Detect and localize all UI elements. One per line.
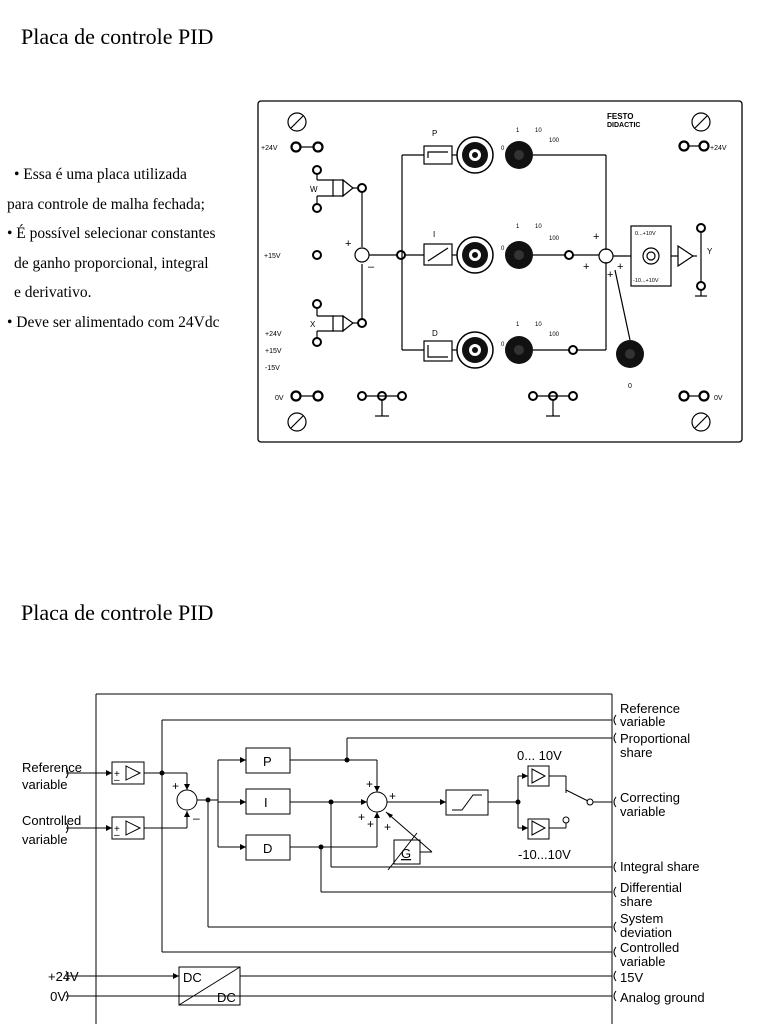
knob-zero: 0 (628, 383, 632, 390)
label-x: X (310, 320, 316, 329)
bullet-line-4: de ganho proporcional, integral (14, 254, 209, 272)
range-bottom: -10...+10V (633, 278, 659, 284)
page-title-2: Placa de controle PID (21, 600, 214, 625)
label-p: P (432, 129, 437, 138)
svg-text:–: – (114, 830, 120, 841)
label-15v: +15V (264, 253, 281, 260)
bullet-line-6: • Deve ser alimentado com 24Vdc (7, 313, 220, 331)
right-label-system-2: deviation (620, 925, 672, 940)
range-bottom-label: -10...10V (518, 847, 571, 862)
svg-text:–: – (193, 811, 200, 825)
svg-text:+: + (367, 817, 374, 831)
right-label-correcting-2: variable (620, 804, 666, 819)
right-label-differential-2: share (620, 894, 653, 909)
label-d: D (432, 329, 438, 338)
supply-label-24v: +24V (265, 331, 282, 338)
pid-board-panel: FESTO DIDACTIC (257, 100, 743, 443)
svg-text:+: + (617, 261, 623, 273)
label-24v-left: +24V (261, 145, 278, 152)
scale-1-d: 1 (516, 322, 520, 328)
left-24v-label: +24V (48, 969, 79, 984)
svg-text:+: + (384, 820, 391, 834)
label-24v-right: +24V (710, 145, 727, 152)
label-w: W (310, 185, 318, 194)
scale-10-i: 10 (535, 224, 542, 230)
label-0v-right: 0V (714, 395, 723, 402)
right-label-differential: Differential (620, 880, 682, 895)
brand-logo: FESTO (607, 112, 634, 121)
scale-0-p: 0 (501, 146, 505, 152)
bullet-list: • Essa é uma placa utilizada para contro… (7, 160, 257, 337)
scale-1-i: 1 (516, 224, 520, 230)
left-controlled-label-1: Controlled (22, 813, 81, 828)
right-label-integral: Integral share (620, 859, 700, 874)
scale-1-p: 1 (516, 128, 520, 134)
block-g-label: G (401, 846, 411, 861)
supply-label-15v: +15V (265, 348, 282, 355)
label-0v-left: 0V (275, 395, 284, 402)
bullet-line-5: e derivativo. (14, 284, 92, 301)
page-title-1: Placa de controle PID (21, 24, 214, 49)
svg-text:+: + (583, 261, 589, 273)
dc-bottom-label: DC (217, 990, 236, 1005)
scale-0-d: 0 (501, 342, 505, 348)
scale-100-p: 100 (549, 138, 560, 144)
block-d-label: D (263, 841, 272, 856)
svg-text:+: + (345, 238, 351, 250)
svg-text:+: + (358, 810, 365, 824)
right-label-controlled-2: variable (620, 954, 666, 969)
scale-100-d: 100 (549, 332, 560, 338)
right-label-reference-2: variable (620, 714, 666, 729)
right-label-proportional-2: share (620, 745, 653, 760)
left-reference-label-2: variable (22, 777, 68, 792)
svg-text:+: + (593, 231, 599, 243)
block-i-label: I (264, 795, 268, 810)
pid-block-diagram: Reference variable Controlled variable +… (22, 693, 705, 1024)
svg-text:–: – (368, 261, 375, 273)
gain-knobs (456, 136, 644, 369)
dc-top-label: DC (183, 970, 202, 985)
label-y: Y (707, 247, 713, 256)
scale-0-i: 0 (501, 246, 505, 252)
svg-text:+: + (172, 779, 179, 793)
right-label-reference: Reference (620, 701, 680, 716)
scale-10-d: 10 (535, 322, 542, 328)
right-label-controlled: Controlled (620, 940, 679, 955)
right-label-analog-ground: Analog ground (620, 990, 705, 1005)
scale-10-p: 10 (535, 128, 542, 134)
svg-text:–: – (114, 775, 120, 786)
right-label-system: System (620, 911, 663, 926)
scale-100-i: 100 (549, 236, 560, 242)
left-reference-label-1: Reference (22, 760, 82, 775)
label-i: I (433, 230, 435, 239)
right-label-proportional: Proportional (620, 731, 690, 746)
range-top-label: 0... 10V (517, 748, 562, 763)
svg-text:+: + (114, 824, 120, 835)
bullet-line-1: • Essa é uma placa utilizada (14, 166, 187, 183)
block-p-label: P (263, 754, 272, 769)
brand-subtitle: DIDACTIC (607, 122, 640, 129)
bullet-line-3: • É possível selecionar constantes (7, 225, 216, 242)
bullet-line-2: para controle de malha fechada; (7, 195, 205, 213)
svg-text:+: + (114, 769, 120, 780)
left-controlled-label-2: variable (22, 832, 68, 847)
supply-label-minus15v: -15V (265, 365, 280, 372)
left-0v-label: 0V (50, 989, 66, 1004)
screw-icons (287, 112, 711, 432)
range-top: 0...+10V (635, 231, 656, 237)
right-label-15v: 15V (620, 970, 643, 985)
svg-text:+: + (607, 269, 613, 281)
svg-text:+: + (366, 777, 373, 791)
svg-text:+: + (389, 789, 396, 803)
right-label-correcting: Correcting (620, 790, 680, 805)
